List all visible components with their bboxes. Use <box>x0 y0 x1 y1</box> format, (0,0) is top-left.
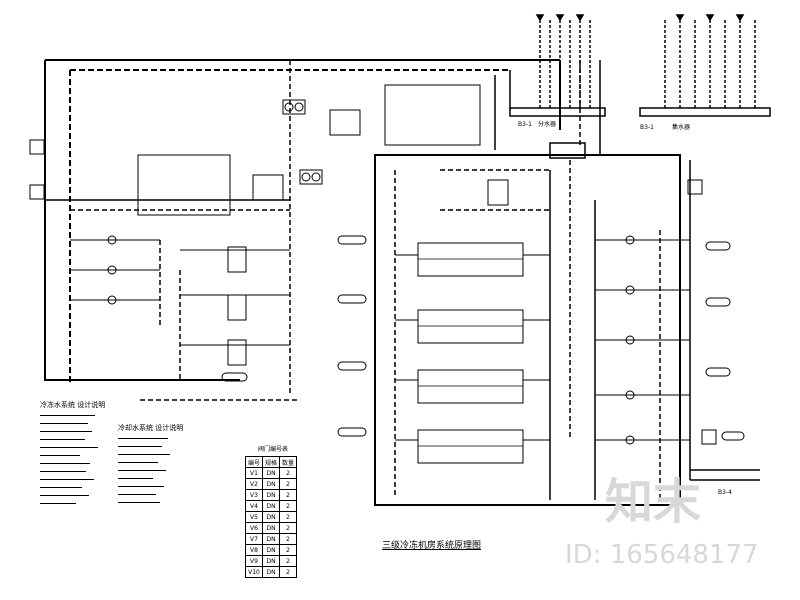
cell: V9 <box>244 555 264 567</box>
cell: V8 <box>244 544 264 556</box>
cell: 2 <box>279 500 298 512</box>
top-bar-right-label: B3-1 <box>640 124 654 131</box>
cell: 2 <box>279 478 298 490</box>
valve-table-title: 阀门编号表 <box>258 446 289 453</box>
pump-rows <box>70 235 690 445</box>
header-cell: 规格 <box>262 456 281 468</box>
cell: DN <box>262 500 281 512</box>
cell: DN <box>262 478 281 490</box>
top-bar-left-label: B3-1 <box>518 121 532 128</box>
callout-tags <box>29 139 745 445</box>
cell: 2 <box>279 544 298 556</box>
cell: V2 <box>244 478 264 490</box>
cell: V1 <box>244 467 264 479</box>
cell: DN <box>262 522 281 534</box>
header-cell: 编号 <box>244 456 264 468</box>
cell: 2 <box>279 489 298 501</box>
cell: DN <box>262 566 281 578</box>
cell: DN <box>262 533 281 545</box>
drawing-title: 三级冷冻机房系统原理图 <box>382 541 482 551</box>
cell: V5 <box>244 511 264 523</box>
header-mid-label: 分水器 <box>538 121 557 128</box>
cell: V10 <box>244 566 264 578</box>
cell: 2 <box>279 566 298 578</box>
cell: 2 <box>279 533 298 545</box>
notes-left-lines <box>40 415 100 511</box>
valve-table-header: 编号 规格 数量 <box>244 456 298 468</box>
cell: DN <box>262 511 281 523</box>
cell: DN <box>262 467 281 479</box>
notes-left-title: 冷冻水系统 设计说明 <box>40 401 106 409</box>
cell: DN <box>262 489 281 501</box>
watermark-id: ID: 165648177 <box>565 540 759 570</box>
cell: DN <box>262 544 281 556</box>
cell: DN <box>262 555 281 567</box>
watermark-brand: 知末 <box>605 474 702 530</box>
cell: 2 <box>279 511 298 523</box>
header-cell: 数量 <box>279 456 298 468</box>
cell: V7 <box>244 533 264 545</box>
notes-right-lines <box>118 438 178 510</box>
cell: V3 <box>244 489 264 501</box>
cell: V6 <box>244 522 264 534</box>
outlet-right-label: B3-4 <box>718 489 732 496</box>
cell: 2 <box>279 555 298 567</box>
header-manifolds <box>509 14 771 117</box>
equipment <box>137 84 586 464</box>
cell: 2 <box>279 467 298 479</box>
cell: 2 <box>279 522 298 534</box>
cell: V4 <box>244 500 264 512</box>
notes-right-title: 冷却水系统 设计说明 <box>118 424 184 432</box>
header-right-label: 集水器 <box>672 124 691 131</box>
